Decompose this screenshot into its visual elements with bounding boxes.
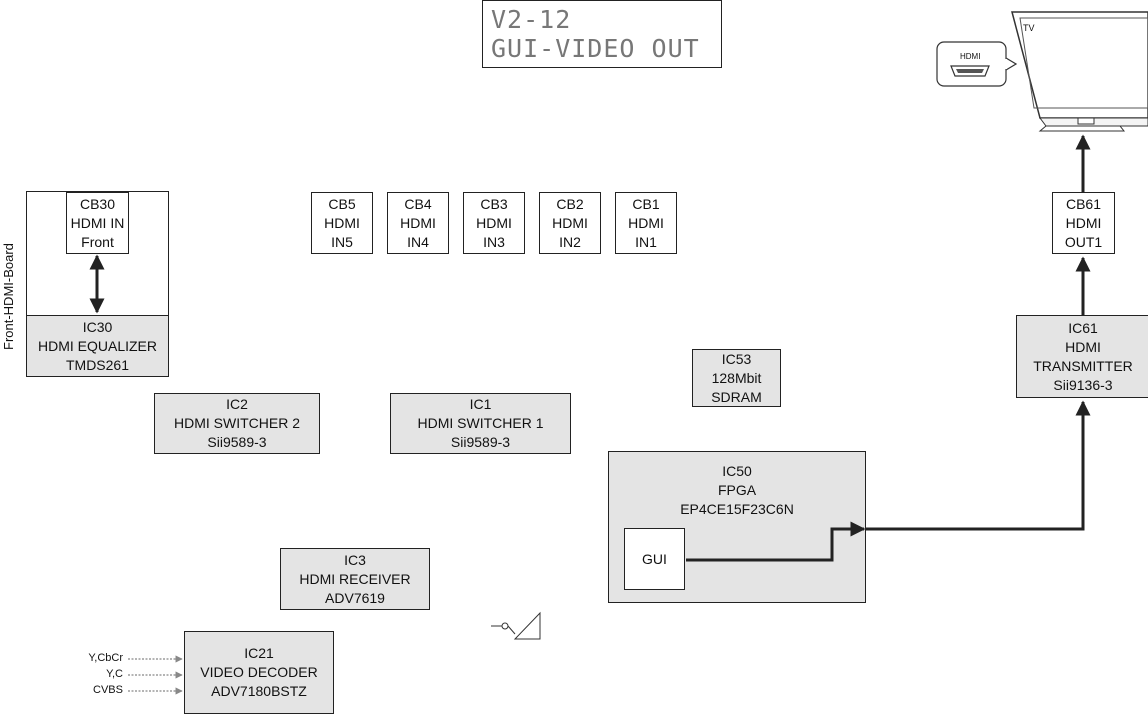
cb30-type: HDMI IN — [70, 214, 125, 231]
input-label-cvbs: CVBS — [93, 684, 123, 696]
cb4-connector: CB4 HDMI IN4 — [387, 192, 449, 254]
input-label-yc: Y,C — [106, 668, 123, 680]
tv-icon — [936, 11, 1148, 132]
cb5-port: IN5 — [331, 233, 353, 250]
buffer-symbol — [491, 611, 541, 640]
lcd-line-2: GUI-VIDEO OUT — [491, 34, 700, 63]
ic53-type: SDRAM — [711, 388, 762, 405]
tv-label: TV — [1023, 23, 1035, 33]
cb4-id: CB4 — [404, 195, 432, 212]
ic53-chip: IC53 128Mbit SDRAM — [692, 349, 781, 407]
fpga-to-ic61-path — [866, 400, 1091, 531]
cb61-port: OUT1 — [1064, 233, 1103, 250]
ic21-part: ADV7180BSTZ — [211, 683, 307, 699]
cb5-id: CB5 — [328, 195, 356, 212]
cb2-id: CB2 — [556, 195, 584, 212]
ic61-function: TRANSMITTER — [1033, 357, 1133, 374]
ic30-function: HDMI EQUALIZER — [37, 337, 157, 354]
ic1-function: HDMI SWITCHER 1 — [417, 415, 544, 431]
cb2-type: HDMI — [552, 214, 588, 231]
ic3-part: ADV7619 — [325, 589, 385, 606]
cb5-type: HDMI — [324, 214, 360, 231]
ic61-part: Sii9136-3 — [1053, 376, 1113, 393]
ic3-id: IC3 — [344, 551, 366, 568]
cb4-type: HDMI — [400, 214, 436, 231]
cb30-port: Front — [81, 233, 114, 250]
cb4-port: IN4 — [407, 233, 429, 250]
ic30-id: IC30 — [82, 318, 113, 335]
lcd-display: V2-12 GUI-VIDEO OUT — [482, 0, 722, 68]
cb1-connector: CB1 HDMI IN1 — [615, 192, 677, 254]
ic2-chip: IC2 HDMI SWITCHER 2 Sii9589-3 — [154, 393, 320, 454]
ic3-chip: IC3 HDMI RECEIVER ADV7619 — [280, 548, 430, 610]
cb3-connector: CB3 HDMI IN3 — [463, 192, 525, 254]
ic53-id: IC53 — [721, 350, 752, 367]
cb1-type: HDMI — [628, 214, 664, 231]
ic53-capacity: 128Mbit — [711, 369, 762, 386]
ic1-chip: IC1 HDMI SWITCHER 1 Sii9589-3 — [390, 393, 571, 454]
ic2-part: Sii9589-3 — [207, 434, 267, 450]
ic30-part: TMDS261 — [65, 356, 130, 373]
cb3-id: CB3 — [480, 195, 508, 212]
ic61-type: HDMI — [1065, 338, 1101, 355]
ic50-fpga: IC50 FPGA EP4CE15F23C6N — [608, 451, 866, 603]
cb30-id: CB30 — [79, 195, 116, 212]
gui-label: GUI — [642, 550, 667, 567]
ic21-id: IC21 — [244, 645, 274, 661]
ic61-id: IC61 — [1068, 319, 1098, 336]
input-label-ycbcr: Y,CbCr — [88, 652, 123, 664]
hdmi-callout-label: HDMI — [960, 52, 981, 61]
ic30-chip: IC30 HDMI EQUALIZER TMDS261 — [26, 315, 169, 377]
cb61-type: HDMI — [1065, 214, 1102, 231]
cb2-port: IN2 — [559, 233, 581, 250]
cb2-connector: CB2 HDMI IN2 — [539, 192, 601, 254]
cb61-connector: CB61 HDMI OUT1 — [1052, 192, 1115, 254]
cb30-connector: CB30 HDMI IN Front — [66, 192, 129, 254]
hdmi-callout — [936, 41, 1007, 87]
cb3-type: HDMI — [476, 214, 512, 231]
cb1-id: CB1 — [632, 195, 660, 212]
ic50-id: IC50 — [722, 463, 752, 479]
ic2-function: HDMI SWITCHER 2 — [174, 415, 300, 431]
ic50-part: EP4CE15F23C6N — [680, 501, 794, 517]
cb1-port: IN1 — [635, 233, 657, 250]
gui-to-ic61-path — [686, 521, 866, 562]
ic21-chip: IC21 VIDEO DECODER ADV7180BSTZ — [184, 631, 334, 714]
cb3-port: IN3 — [483, 233, 505, 250]
ic61-chip: IC61 HDMI TRANSMITTER Sii9136-3 — [1016, 315, 1148, 398]
gui-block: GUI — [624, 528, 685, 590]
ic1-id: IC1 — [469, 396, 492, 412]
lcd-line-1: V2-12 — [491, 5, 572, 34]
ic3-function: HDMI RECEIVER — [299, 570, 411, 587]
ic21-function: VIDEO DECODER — [200, 664, 318, 680]
ic1-part: Sii9589-3 — [450, 434, 511, 450]
ic2-id: IC2 — [226, 396, 248, 412]
ic50-type: FPGA — [717, 482, 757, 498]
cb5-connector: CB5 HDMI IN5 — [311, 192, 373, 254]
cb61-id: CB61 — [1065, 195, 1102, 212]
